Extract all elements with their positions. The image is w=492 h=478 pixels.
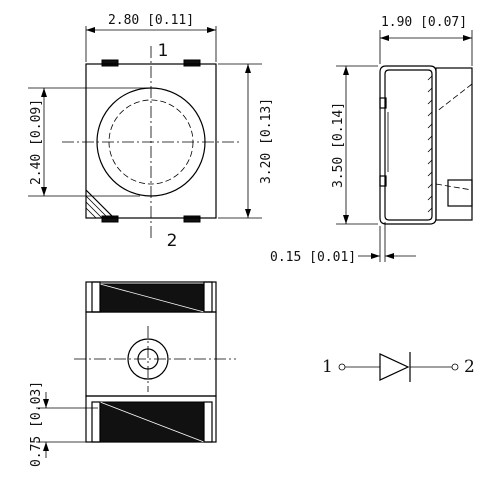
- dim-side-depth: 1.90 [0.07]: [379, 15, 473, 66]
- top-view-pin2-label: 2: [167, 231, 178, 251]
- dim-top-width-label: 2.80 [0.11]: [108, 13, 194, 28]
- dim-body-height-label: 3.20 [0.13]: [259, 98, 274, 184]
- side-view-hatching: [427, 75, 433, 213]
- side-view: [379, 65, 473, 225]
- top-view-pad-br: [183, 215, 201, 223]
- symbol-pin1-label: 1: [322, 357, 333, 377]
- bottom-view-body: [85, 311, 217, 397]
- dim-lead-thickness-label: 0.15 [0.01]: [270, 250, 356, 265]
- dim-top-width: 2.80 [0.11]: [85, 13, 217, 62]
- side-view-leadframe-outer: [379, 65, 437, 225]
- top-view-polarity-chamfer: [85, 189, 115, 219]
- side-view-leadframe-inner: [384, 69, 433, 221]
- diode-anode-triangle: [379, 353, 410, 381]
- dim-lead-thickness: 0.15 [0.01]: [270, 222, 416, 265]
- dim-lens-height-label: 2.40 [0.09]: [29, 99, 44, 185]
- dim-body-height: 3.20 [0.13]: [218, 63, 274, 219]
- top-view-pad-bl: [101, 215, 119, 223]
- top-view-pad-tr: [183, 59, 201, 67]
- top-view: [62, 46, 240, 240]
- dim-side-depth-label: 1.90 [0.07]: [381, 15, 467, 30]
- dim-pad-height: 0.75 [0.03]: [29, 381, 98, 467]
- dim-side-height-label: 3.50 [0.14]: [331, 102, 346, 188]
- diode-symbol: 1 2: [322, 352, 475, 382]
- bottom-view-lens-outer: [127, 338, 169, 380]
- top-view-pin1-label: 1: [158, 41, 169, 61]
- dim-pad-height-label: 0.75 [0.03]: [29, 381, 44, 467]
- bottom-view: [74, 281, 236, 443]
- dim-lens-height: 2.40 [0.09]: [28, 87, 151, 197]
- dim-side-height: 3.50 [0.14]: [331, 65, 378, 225]
- top-view-pad-tl: [101, 59, 119, 67]
- top-view-body: [85, 63, 217, 219]
- symbol-pin2-label: 2: [464, 357, 475, 377]
- side-view-body: [435, 67, 473, 221]
